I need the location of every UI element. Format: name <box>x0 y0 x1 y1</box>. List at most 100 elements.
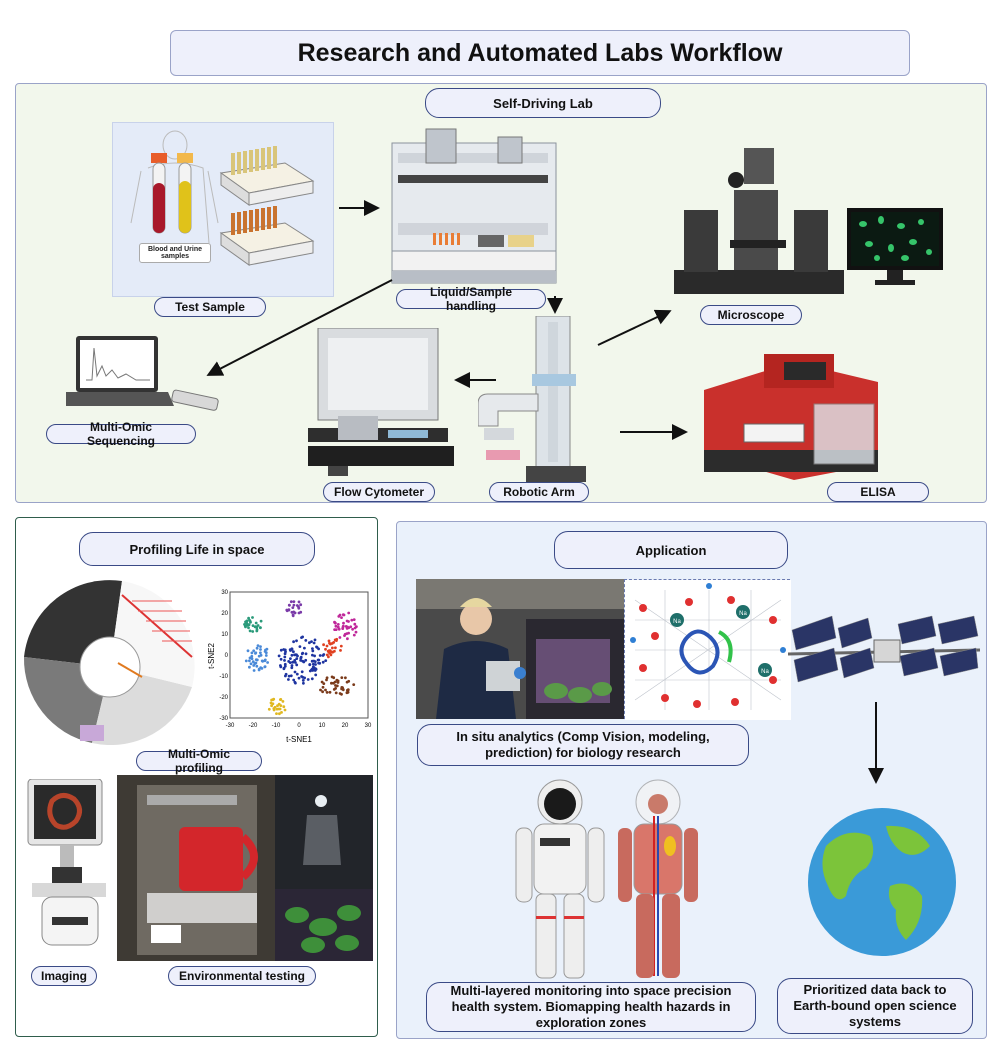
imaging-label: Imaging <box>31 966 97 986</box>
tsne-point <box>333 628 336 631</box>
tsne-point <box>352 618 356 621</box>
tsne-point <box>334 624 338 628</box>
tsne-point <box>293 659 297 662</box>
tsne-point <box>247 626 250 630</box>
tsne-point <box>291 606 295 609</box>
tsne-point <box>299 655 303 659</box>
tsne-point <box>347 611 351 615</box>
tsne-point <box>343 632 347 636</box>
tsne-point <box>252 649 256 653</box>
tsne-point <box>277 702 281 706</box>
tsne-point <box>272 708 276 712</box>
tsne-point <box>319 688 322 692</box>
tsne-point <box>325 678 328 682</box>
tsne-point <box>352 633 356 637</box>
tsne-point <box>253 625 257 629</box>
tsne-point <box>292 603 296 607</box>
tsne-point <box>246 649 250 653</box>
tsne-point <box>324 688 327 692</box>
tsne-point <box>340 676 344 679</box>
tsne-point <box>287 678 290 681</box>
tsne-point <box>279 698 282 701</box>
tsne-point <box>245 619 249 623</box>
tsne-point <box>255 664 259 668</box>
tsne-point <box>259 648 262 651</box>
robotic-arm-image <box>477 315 588 486</box>
tsne-point <box>279 664 282 667</box>
tsne-ytick-label: 30 <box>221 590 228 596</box>
tsne-point <box>304 652 308 656</box>
tsne-point <box>329 653 333 657</box>
tsne-point <box>282 648 286 651</box>
tsne-point <box>265 647 269 651</box>
tsne-point <box>288 661 292 664</box>
tsne-point <box>321 685 325 689</box>
tsne-point <box>249 662 253 666</box>
tsne-point <box>339 644 343 648</box>
tsne-point <box>266 661 269 664</box>
tsne-point <box>308 641 311 645</box>
tsne-point <box>325 676 329 680</box>
tsne-point <box>302 660 306 664</box>
tsne-point <box>255 628 259 632</box>
microscope-label: Microscope <box>700 305 802 325</box>
tsne-point <box>278 707 282 711</box>
tsne-point <box>332 676 336 680</box>
tsne-point <box>332 688 336 691</box>
tsne-point <box>291 660 295 664</box>
tsne-point <box>247 623 251 627</box>
imaging-device-image <box>22 778 122 949</box>
tsne-ytick-label: -20 <box>219 695 228 701</box>
tsne-point <box>346 637 349 641</box>
tsne-point <box>304 639 308 642</box>
arrow-handler-to-sequencing <box>206 279 393 376</box>
prioritized-data-label: Prioritized data back to Earth-bound ope… <box>777 978 973 1034</box>
tsne-point <box>297 676 301 680</box>
tsne-point <box>260 667 264 670</box>
microscope-image <box>674 140 844 300</box>
tsne-point <box>290 666 294 670</box>
tsne-point <box>251 616 254 619</box>
environmental-testing-label: Environmental testing <box>168 966 316 986</box>
arrow-arm-to-microscope <box>597 309 672 346</box>
tsne-point <box>250 657 254 661</box>
robotic-arm-label: Robotic Arm <box>489 482 589 502</box>
tsne-point <box>254 658 258 661</box>
application-header: Application <box>554 531 788 569</box>
tsne-point <box>270 698 273 702</box>
tsne-point <box>328 690 332 694</box>
astronaut-photo-image <box>416 579 624 719</box>
tsne-point <box>287 608 291 611</box>
tsne-point <box>325 691 329 694</box>
tsne-point <box>353 622 357 626</box>
tsne-point <box>337 627 341 631</box>
tsne-point <box>263 658 267 662</box>
tsne-point <box>334 646 337 650</box>
tsne-point <box>281 700 285 703</box>
tsne-point <box>263 665 267 669</box>
tsne-point <box>333 680 337 684</box>
tsne-point <box>344 625 348 628</box>
tsne-point <box>303 676 306 680</box>
tsne-point <box>322 682 326 685</box>
tsne-point <box>327 639 331 643</box>
tsne-point <box>290 610 294 614</box>
tsne-point <box>271 702 275 706</box>
workflow-arrows <box>206 200 688 440</box>
tsne-point <box>291 614 295 618</box>
tsne-point <box>259 626 262 630</box>
tsne-point <box>254 651 258 655</box>
tsne-point <box>264 654 268 657</box>
tsne-point <box>252 669 256 672</box>
tsne-point <box>306 678 310 681</box>
molecule-na-label-3: Na <box>761 669 769 675</box>
molecule-na-label-2: Na <box>739 611 747 617</box>
tsne-point <box>330 681 333 685</box>
tsne-ylabel: t-SNE2 <box>207 643 216 669</box>
tsne-point <box>351 627 354 631</box>
tsne-point <box>290 647 294 651</box>
tsne-xtick-label: -30 <box>226 723 235 729</box>
tsne-point <box>277 654 281 658</box>
tsne-point <box>310 640 313 643</box>
tsne-xtick-label: 10 <box>319 723 326 729</box>
